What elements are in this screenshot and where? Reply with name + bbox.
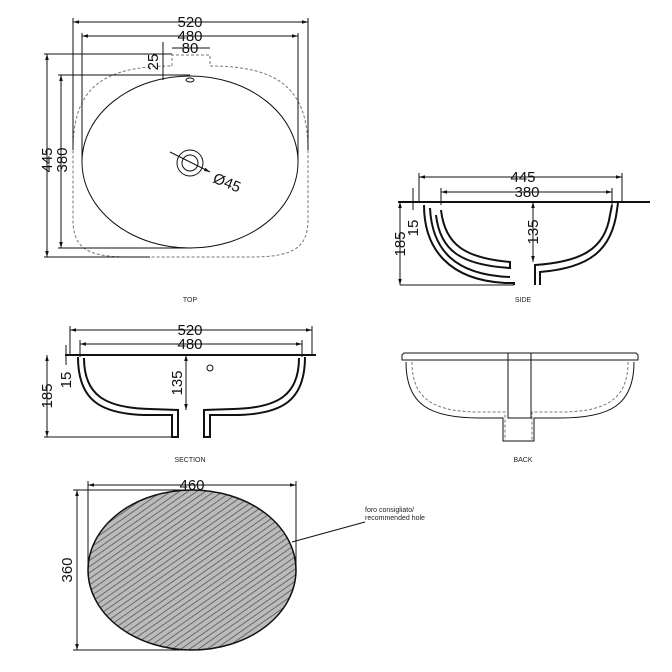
- dim-top-445: 445: [39, 147, 56, 172]
- cutout-view: 460 360 foro consigliato/ recommended ho…: [59, 477, 425, 651]
- top-view: Ø45 520 480 80 25 445 380 TOP: [39, 14, 309, 304]
- overflow-hole: [185, 77, 195, 83]
- top-outline: [72, 54, 309, 258]
- drain-outer: [176, 149, 204, 177]
- note-leader: [291, 521, 366, 543]
- label-top: TOP: [183, 297, 198, 304]
- recommended-hole-shape: [87, 489, 297, 651]
- dim-top-520: 520: [177, 14, 202, 31]
- dim-top-80: 80: [182, 40, 199, 57]
- side-view: 445 380 135 185 15 SIDE: [392, 169, 650, 304]
- label-section: SECTION: [174, 457, 205, 464]
- back-view: BACK: [401, 352, 639, 464]
- dim-section-520: 520: [177, 322, 202, 339]
- dim-side-15: 15: [405, 220, 422, 237]
- dim-side-135: 135: [525, 219, 542, 244]
- dim-cutout-460: 460: [179, 477, 204, 494]
- dim-side-445: 445: [510, 169, 535, 186]
- note-line2: recommended hole: [365, 515, 425, 522]
- dim-section-185: 185: [39, 383, 56, 408]
- section-view: 520 480 135 185 15 SECTION: [39, 322, 316, 464]
- dim-top-25: 25: [145, 54, 162, 71]
- drain-inner: [181, 154, 199, 172]
- label-side: SIDE: [515, 297, 532, 304]
- dim-side-185: 185: [392, 231, 409, 256]
- dim-top-380: 380: [54, 147, 71, 172]
- overflow-hole: [206, 364, 214, 372]
- label-back: BACK: [513, 457, 532, 464]
- dim-top-480: 480: [177, 28, 202, 45]
- dim-section-480: 480: [177, 336, 202, 353]
- dim-section-15: 15: [58, 372, 75, 389]
- dim-section-135: 135: [169, 370, 186, 395]
- note-line1: foro consigliato/: [365, 507, 414, 514]
- dim-side-380: 380: [514, 184, 539, 201]
- dim-drain: Ø45: [211, 170, 244, 196]
- dim-cutout-360: 360: [59, 557, 76, 582]
